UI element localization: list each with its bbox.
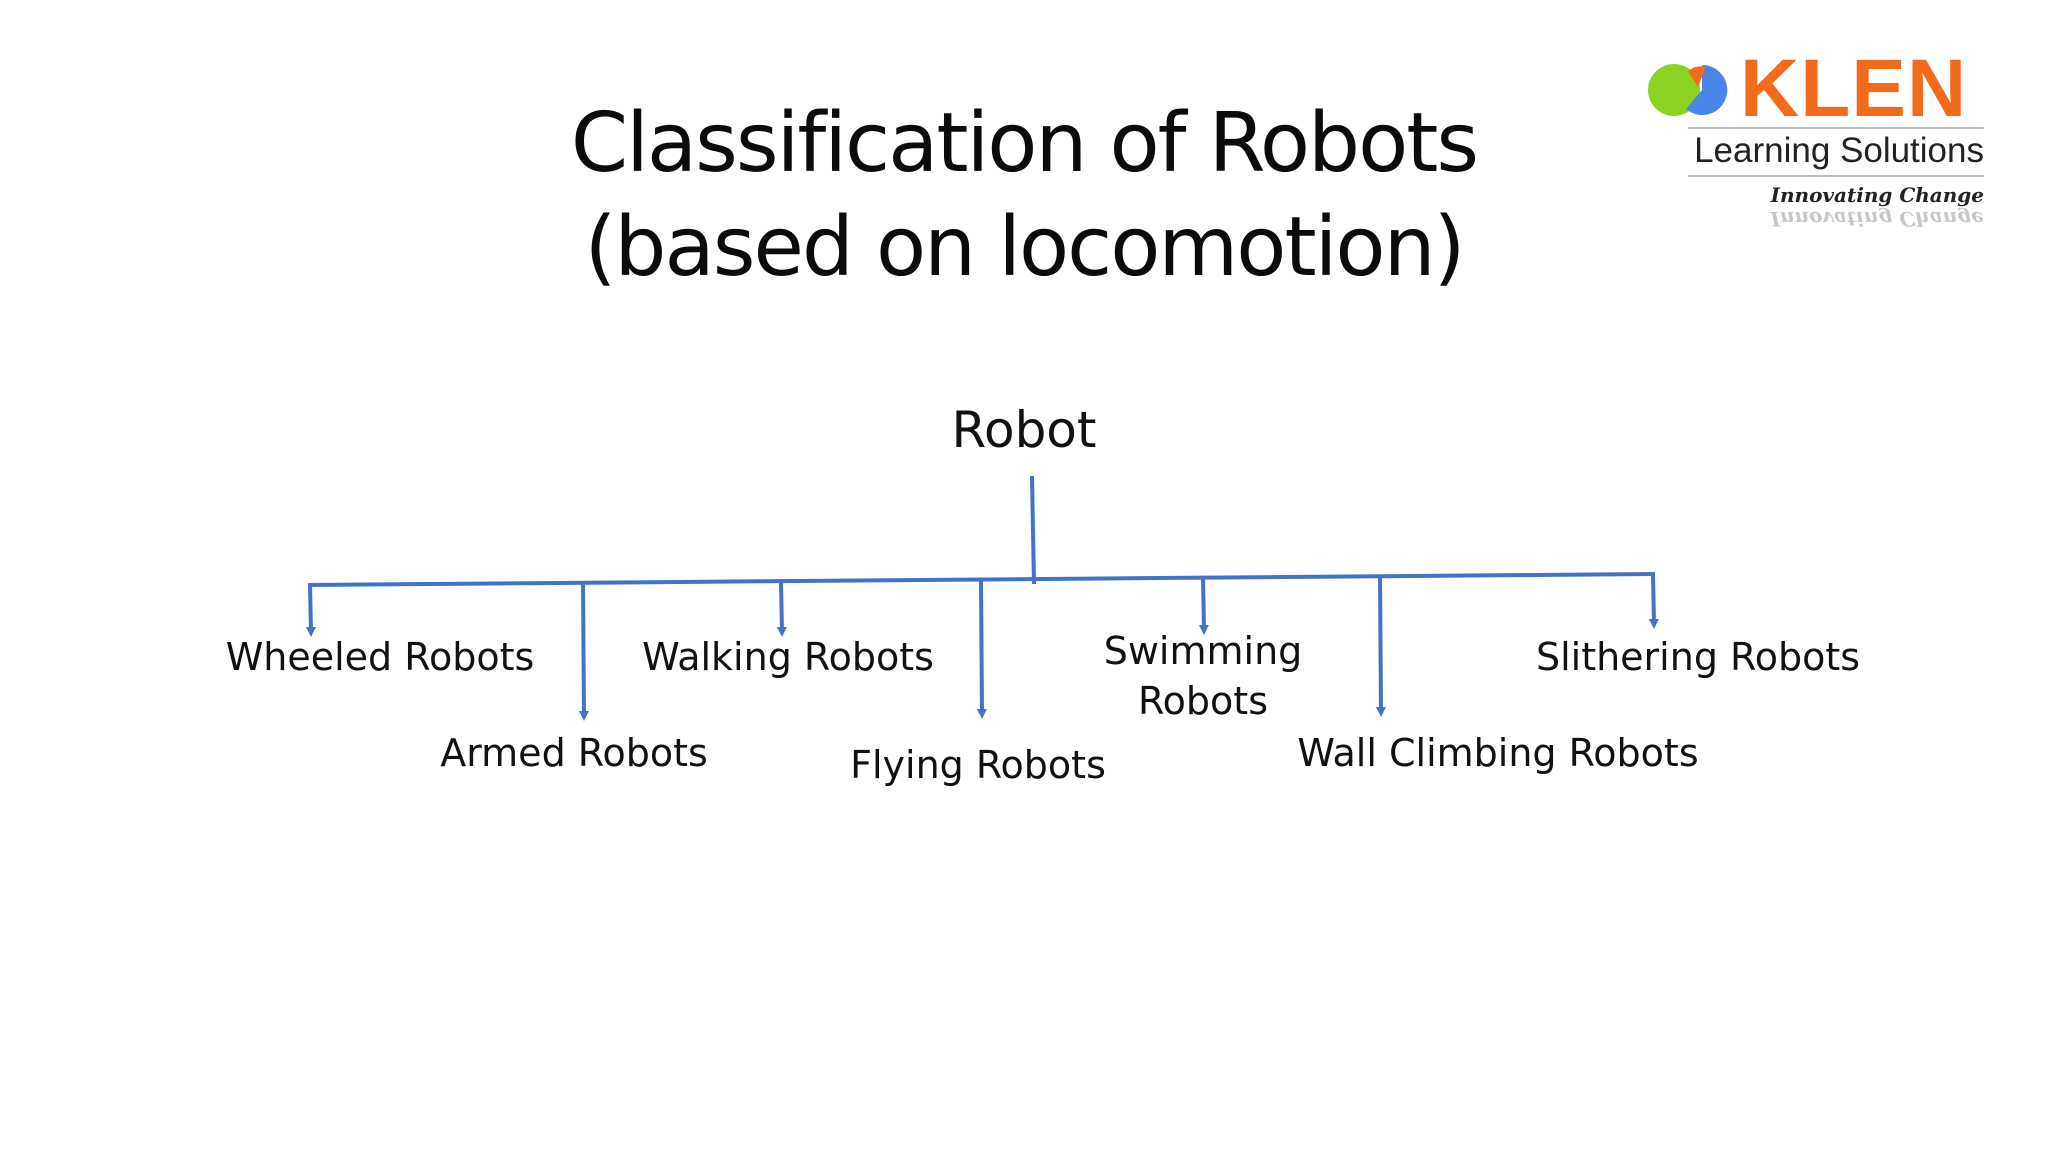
child-arrow-3 — [776, 581, 787, 637]
logo-top: KLEN — [1648, 48, 1988, 130]
slide-title-line-1: Classification of Robots — [570, 96, 1479, 191]
logo-tagline: Innovating Change — [1770, 183, 1984, 207]
root-node-robot: Robot — [951, 401, 1097, 459]
logo-mark-icon — [1648, 64, 1728, 116]
child-arrow-5 — [1198, 576, 1209, 635]
company-logo: KLEN Learning Solutions Innovating Chang… — [1648, 48, 1988, 245]
child-node-label-line: Flying Robots — [850, 743, 1106, 787]
child-node-3: Walking Robots — [618, 632, 958, 682]
child-node-4: Flying Robots — [818, 740, 1138, 790]
child-node-2: Armed Robots — [414, 728, 734, 778]
child-arrow-7 — [1648, 573, 1659, 629]
child-node-label-line: Armed Robots — [440, 731, 708, 775]
child-arrow-2 — [578, 581, 589, 721]
root-stem-line — [1030, 475, 1036, 585]
child-node-label-line: Walking Robots — [642, 635, 934, 679]
slide-title-line-2: (based on locomotion) — [584, 200, 1465, 295]
child-arrow-4 — [976, 579, 987, 719]
child-node-1: Wheeled Robots — [210, 632, 550, 682]
child-arrow-6 — [1375, 575, 1386, 717]
child-node-label-line: Wall Climbing Robots — [1297, 731, 1699, 775]
logo-word: KLEN — [1740, 43, 1968, 134]
child-node-label-line: Slithering Robots — [1535, 635, 1861, 679]
child-node-7: Slithering Robots — [1518, 632, 1878, 682]
child-arrow-1 — [305, 583, 316, 637]
child-node-label-line: Robots — [1137, 679, 1268, 723]
horizontal-bus-line — [307, 572, 1656, 587]
slide-title: Classification of Robots (based on locom… — [0, 92, 2048, 300]
child-node-label-line: Swimming — [1103, 629, 1303, 673]
child-node-label-line: Wheeled Robots — [225, 635, 535, 679]
child-node-6: Wall Climbing Robots — [1288, 728, 1708, 778]
logo-subtitle: Learning Solutions — [1688, 127, 1984, 177]
